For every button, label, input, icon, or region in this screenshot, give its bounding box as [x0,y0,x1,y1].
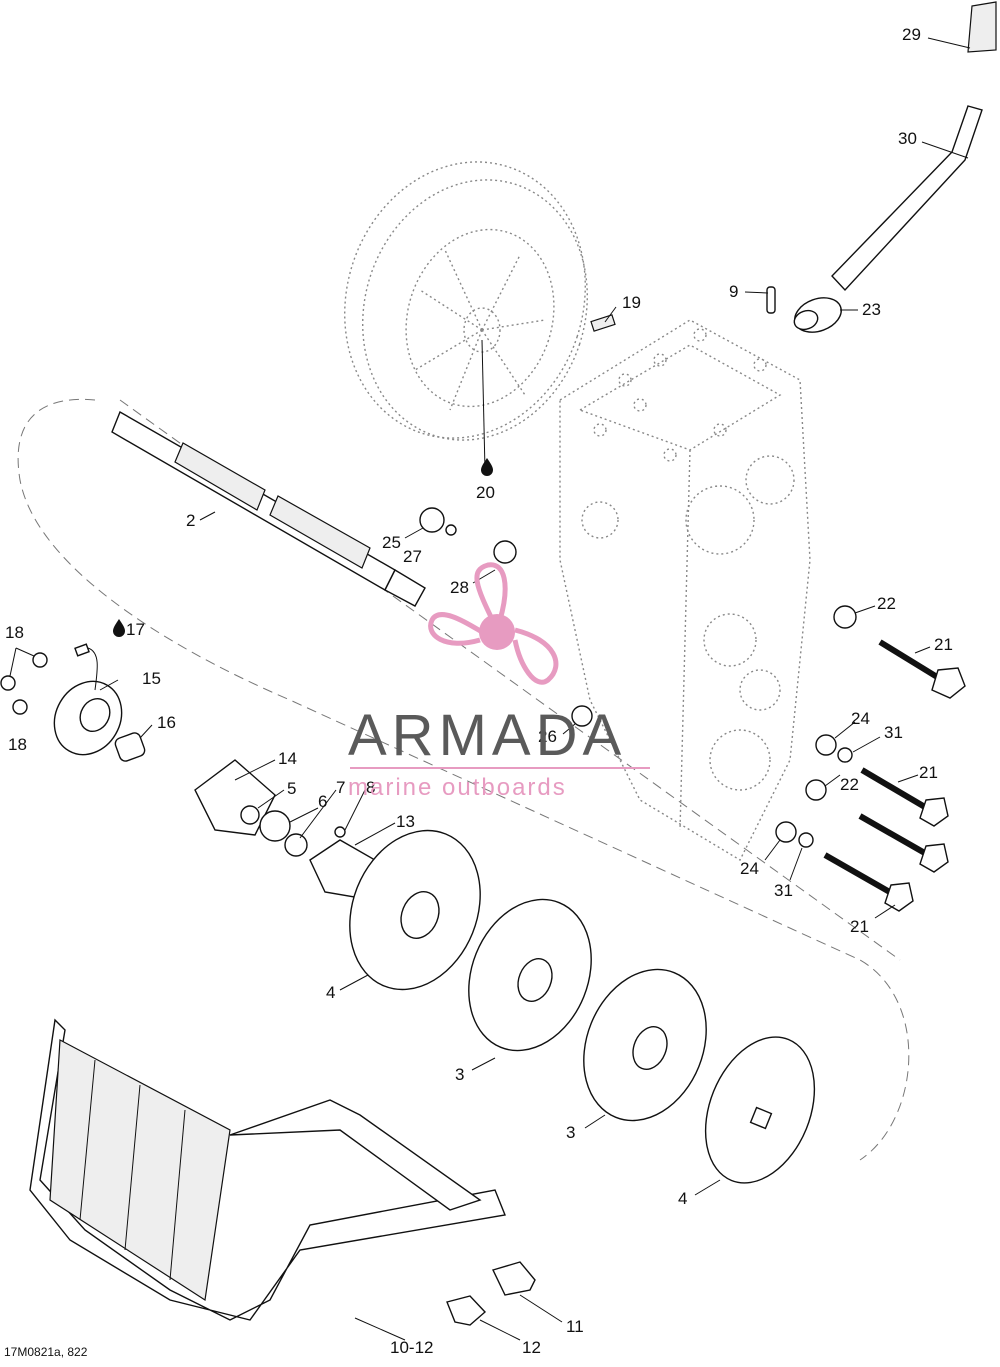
callout-3-first: 3 [455,1065,464,1084]
clip-12 [446,1295,487,1326]
callout-2: 2 [186,511,195,530]
callout-30: 30 [898,129,917,148]
callout-14: 14 [278,749,297,768]
propeller-logo-icon [428,562,559,685]
bearing-housing [53,680,123,756]
callout-21-middle: 21 [919,763,938,782]
callout-3-second: 3 [566,1123,575,1142]
coupler-16 [114,732,146,762]
reference-wheel [344,161,588,441]
gear-28 [493,540,517,564]
washer-31a [837,747,853,763]
callout-4-left: 4 [326,983,335,1002]
callout-24-top: 24 [851,709,870,728]
nut-18a [32,652,48,668]
washer-26 [571,705,593,727]
oil-drop-icon [481,458,493,476]
callout-22-bottom: 22 [840,775,859,794]
washer-22b [805,779,827,801]
grease-fitting [74,643,98,691]
drive-shaft [111,410,426,607]
sprocket-middle-1 [468,898,592,1052]
callout-7: 7 [336,778,345,797]
callout-22-top: 22 [877,594,896,613]
figure-reference: 17M0821a, 822 [4,1345,88,1359]
callout-11: 11 [566,1317,584,1336]
nut-18b [0,675,16,691]
track-outline-upper [17,398,910,1161]
callout-18-top: 18 [5,623,24,642]
leader-lines [9,37,971,1341]
callout-23: 23 [862,300,881,319]
washer-31b [798,832,814,848]
callout-21-bottom: 21 [850,917,869,936]
clip-11 [492,1261,536,1296]
bolt-21c [858,813,949,873]
bolt-21b [860,767,949,827]
callout-8: 8 [366,778,375,797]
washer-22a [833,605,857,629]
callout-9: 9 [729,282,738,301]
nut-18c [12,699,28,715]
callout-29: 29 [902,25,921,44]
callout-5: 5 [287,779,296,798]
callout-18-bottom: 18 [8,735,27,754]
lever-collar [793,297,842,333]
ring-8 [334,826,346,838]
callout-26: 26 [538,727,557,746]
key [590,314,616,332]
watermark-brand: ARMADA [348,703,626,768]
sprocket-outer-left [349,829,481,991]
washer-24b [775,821,797,843]
seal-7 [284,833,308,857]
gearbox-housing [559,319,811,861]
bolt-21a [878,639,966,699]
nut-25 [419,507,445,533]
watermark-tagline: marine outboards [348,774,567,801]
callout-20: 20 [476,483,495,502]
oil-drop-icon [113,619,125,637]
sprocket-outer-right [704,1036,816,1184]
ring-5 [240,805,260,825]
callout-17: 17 [126,620,145,639]
roll-pin [766,286,776,314]
watermark: ARMADA marine outboards [348,562,650,801]
callout-12: 12 [522,1338,541,1357]
washer-24a [815,734,837,756]
sprocket-middle-2 [583,968,707,1122]
callout-10-12: 10-12 [390,1338,433,1357]
callout-4-right: 4 [678,1189,687,1208]
o-ring-27 [445,524,457,536]
callout-21-top: 21 [934,635,953,654]
callout-13: 13 [396,812,415,831]
bolt-21d [823,852,914,912]
callout-15: 15 [142,669,161,688]
track-belt [29,1018,506,1321]
callout-6: 6 [318,792,327,811]
callout-27: 27 [403,547,422,566]
callout-24-bottom: 24 [740,859,759,878]
callout-28: 28 [450,578,469,597]
callout-16: 16 [157,713,176,732]
bearing-6 [259,810,291,842]
callout-25: 25 [382,533,401,552]
callout-31-top: 31 [884,723,903,742]
callout-31-bottom: 31 [774,881,793,900]
callout-19: 19 [622,293,641,312]
